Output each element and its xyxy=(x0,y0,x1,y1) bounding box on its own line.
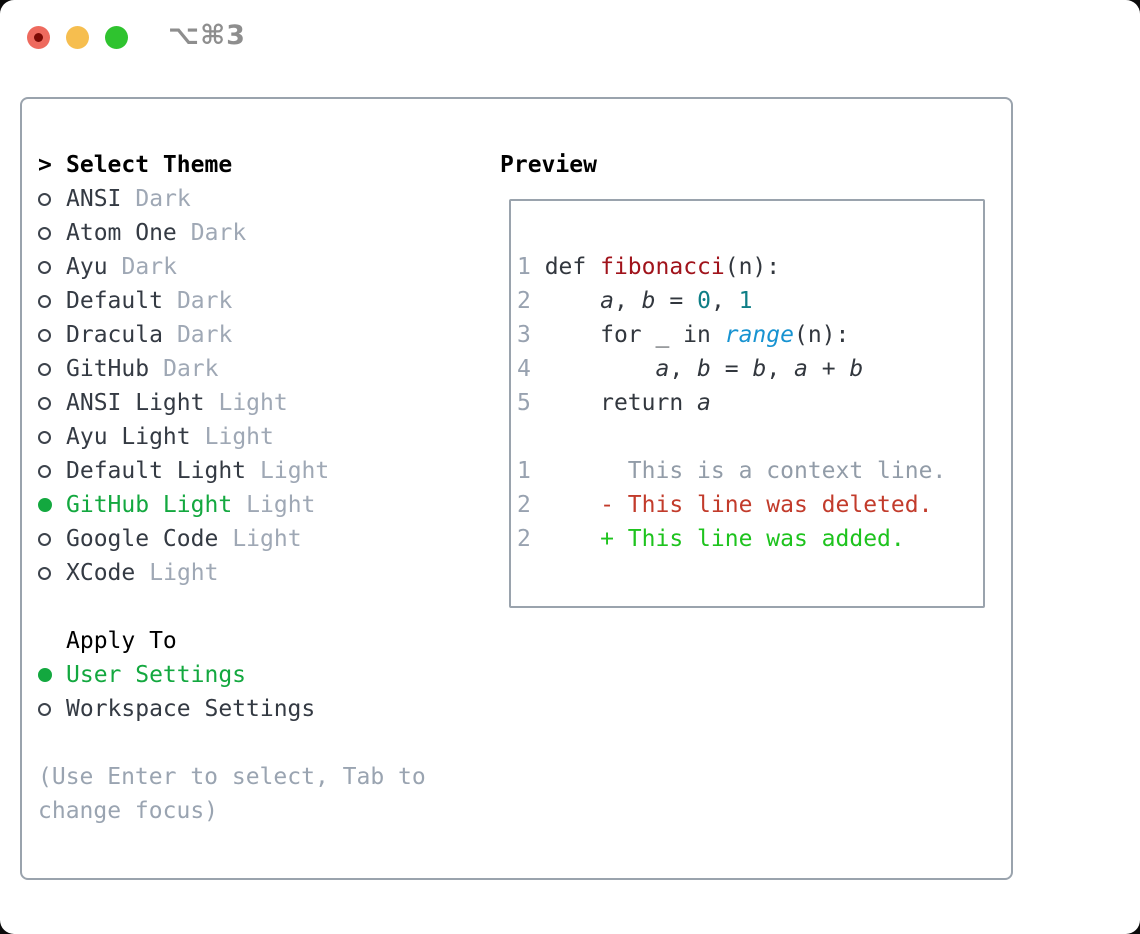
theme-option-dracula-dark[interactable]: Dracula Dark xyxy=(38,318,478,352)
theme-option-ansi-light[interactable]: ANSI Light Light xyxy=(38,386,478,420)
radio-icon xyxy=(38,260,51,274)
theme-name: Default Light xyxy=(66,458,247,484)
theme-list: > Select Theme ANSI Dark Atom One Dark A… xyxy=(38,148,478,828)
theme-variant: Dark xyxy=(163,356,219,382)
theme-name: Google Code xyxy=(66,526,219,552)
theme-variant: Dark xyxy=(121,254,177,280)
theme-name: GitHub Light xyxy=(66,492,233,518)
keyboard-hint: (Use Enter to select, Tab to change focu… xyxy=(38,764,426,824)
radio-icon xyxy=(38,668,52,682)
radio-icon xyxy=(38,192,51,206)
preview-line: 2 a, b = 0, 1 xyxy=(517,288,753,314)
apply-option-label: Workspace Settings xyxy=(66,696,316,722)
theme-option-ansi-dark[interactable]: ANSI Dark xyxy=(38,182,478,216)
preview-line: 2 - This line was deleted. xyxy=(517,492,933,518)
preview-line: 1 This is a context line. xyxy=(517,458,947,484)
theme-name: Ayu Light xyxy=(66,424,191,450)
theme-variant: Dark xyxy=(176,322,233,348)
selection-caret-icon: > xyxy=(38,152,52,178)
radio-icon xyxy=(38,464,51,478)
theme-option-ayu-light[interactable]: Ayu Light Light xyxy=(38,420,478,454)
theme-variant: Dark xyxy=(190,220,247,246)
theme-option-atom-one-dark[interactable]: Atom One Dark xyxy=(38,216,478,250)
preview-line: 4 a, b = b, a + b xyxy=(517,356,864,382)
apply-to-header: Apply To xyxy=(38,624,478,658)
theme-option-github-dark[interactable]: GitHub Dark xyxy=(38,352,478,386)
theme-name: GitHub xyxy=(66,356,150,382)
spacer xyxy=(38,726,478,760)
theme-variant: Light xyxy=(149,560,219,586)
theme-option-default-light[interactable]: Default Light Light xyxy=(38,454,478,488)
theme-name: Default xyxy=(66,288,163,314)
radio-icon xyxy=(38,430,51,444)
preview-line xyxy=(517,420,983,454)
theme-option-google-code-light[interactable]: Google Code Light xyxy=(38,522,478,556)
select-theme-header: > Select Theme xyxy=(38,148,478,182)
code-preview: 1 def fibonacci(n): 2 a, b = 0, 1 3 for … xyxy=(511,201,983,556)
apply-option-workspace-settings[interactable]: Workspace Settings xyxy=(38,692,478,726)
close-button-icon[interactable] xyxy=(27,26,50,49)
theme-variant: Light xyxy=(246,492,316,518)
theme-option-github-light[interactable]: GitHub Light Light xyxy=(38,488,478,522)
radio-icon xyxy=(38,532,51,546)
theme-variant: Light xyxy=(218,390,288,416)
preview-title: Preview xyxy=(500,152,597,178)
radio-icon xyxy=(38,396,51,410)
preview-box: 1 def fibonacci(n): 2 a, b = 0, 1 3 for … xyxy=(509,199,985,608)
theme-option-xcode-light[interactable]: XCode Light xyxy=(38,556,478,590)
zoom-button-icon[interactable] xyxy=(105,26,128,49)
radio-icon xyxy=(38,566,51,580)
preview-line: 2 + This line was added. xyxy=(517,526,905,552)
theme-option-default-dark[interactable]: Default Dark xyxy=(38,284,478,318)
traffic-lights xyxy=(27,26,128,49)
theme-variant: Light xyxy=(204,424,274,450)
theme-variant: Dark xyxy=(135,186,191,212)
radio-icon xyxy=(38,362,51,376)
theme-selector-panel: > Select Theme ANSI Dark Atom One Dark A… xyxy=(20,97,1013,880)
select-theme-title: Select Theme xyxy=(66,152,233,178)
theme-option-ayu-dark[interactable]: Ayu Dark xyxy=(38,250,478,284)
radio-icon xyxy=(38,226,51,240)
apply-to-title: Apply To xyxy=(66,628,177,654)
radio-icon xyxy=(38,294,51,308)
apply-option-label: User Settings xyxy=(66,662,247,688)
apply-option-user-settings[interactable]: User Settings xyxy=(38,658,478,692)
radio-icon xyxy=(38,702,51,716)
radio-icon xyxy=(38,498,52,512)
theme-name: Dracula xyxy=(66,322,163,348)
theme-name: XCode xyxy=(66,560,136,586)
window-title: ⌥⌘3 xyxy=(168,20,246,51)
theme-variant: Light xyxy=(260,458,330,484)
theme-name: Ayu xyxy=(66,254,108,280)
preview-line xyxy=(517,216,983,250)
spacer xyxy=(38,590,478,624)
theme-variant: Light xyxy=(232,526,302,552)
titlebar: ⌥⌘3 xyxy=(0,0,1140,74)
preview-line: 5 return a xyxy=(517,390,711,416)
minimize-button-icon[interactable] xyxy=(66,26,89,49)
radio-icon xyxy=(38,328,51,342)
theme-name: ANSI Light xyxy=(66,390,205,416)
theme-name: ANSI xyxy=(66,186,122,212)
preview-line: 1 def fibonacci(n): xyxy=(517,254,781,280)
preview-line: 3 for _ in range(n): xyxy=(517,322,850,348)
theme-name: Atom One xyxy=(66,220,177,246)
theme-variant: Dark xyxy=(176,288,233,314)
